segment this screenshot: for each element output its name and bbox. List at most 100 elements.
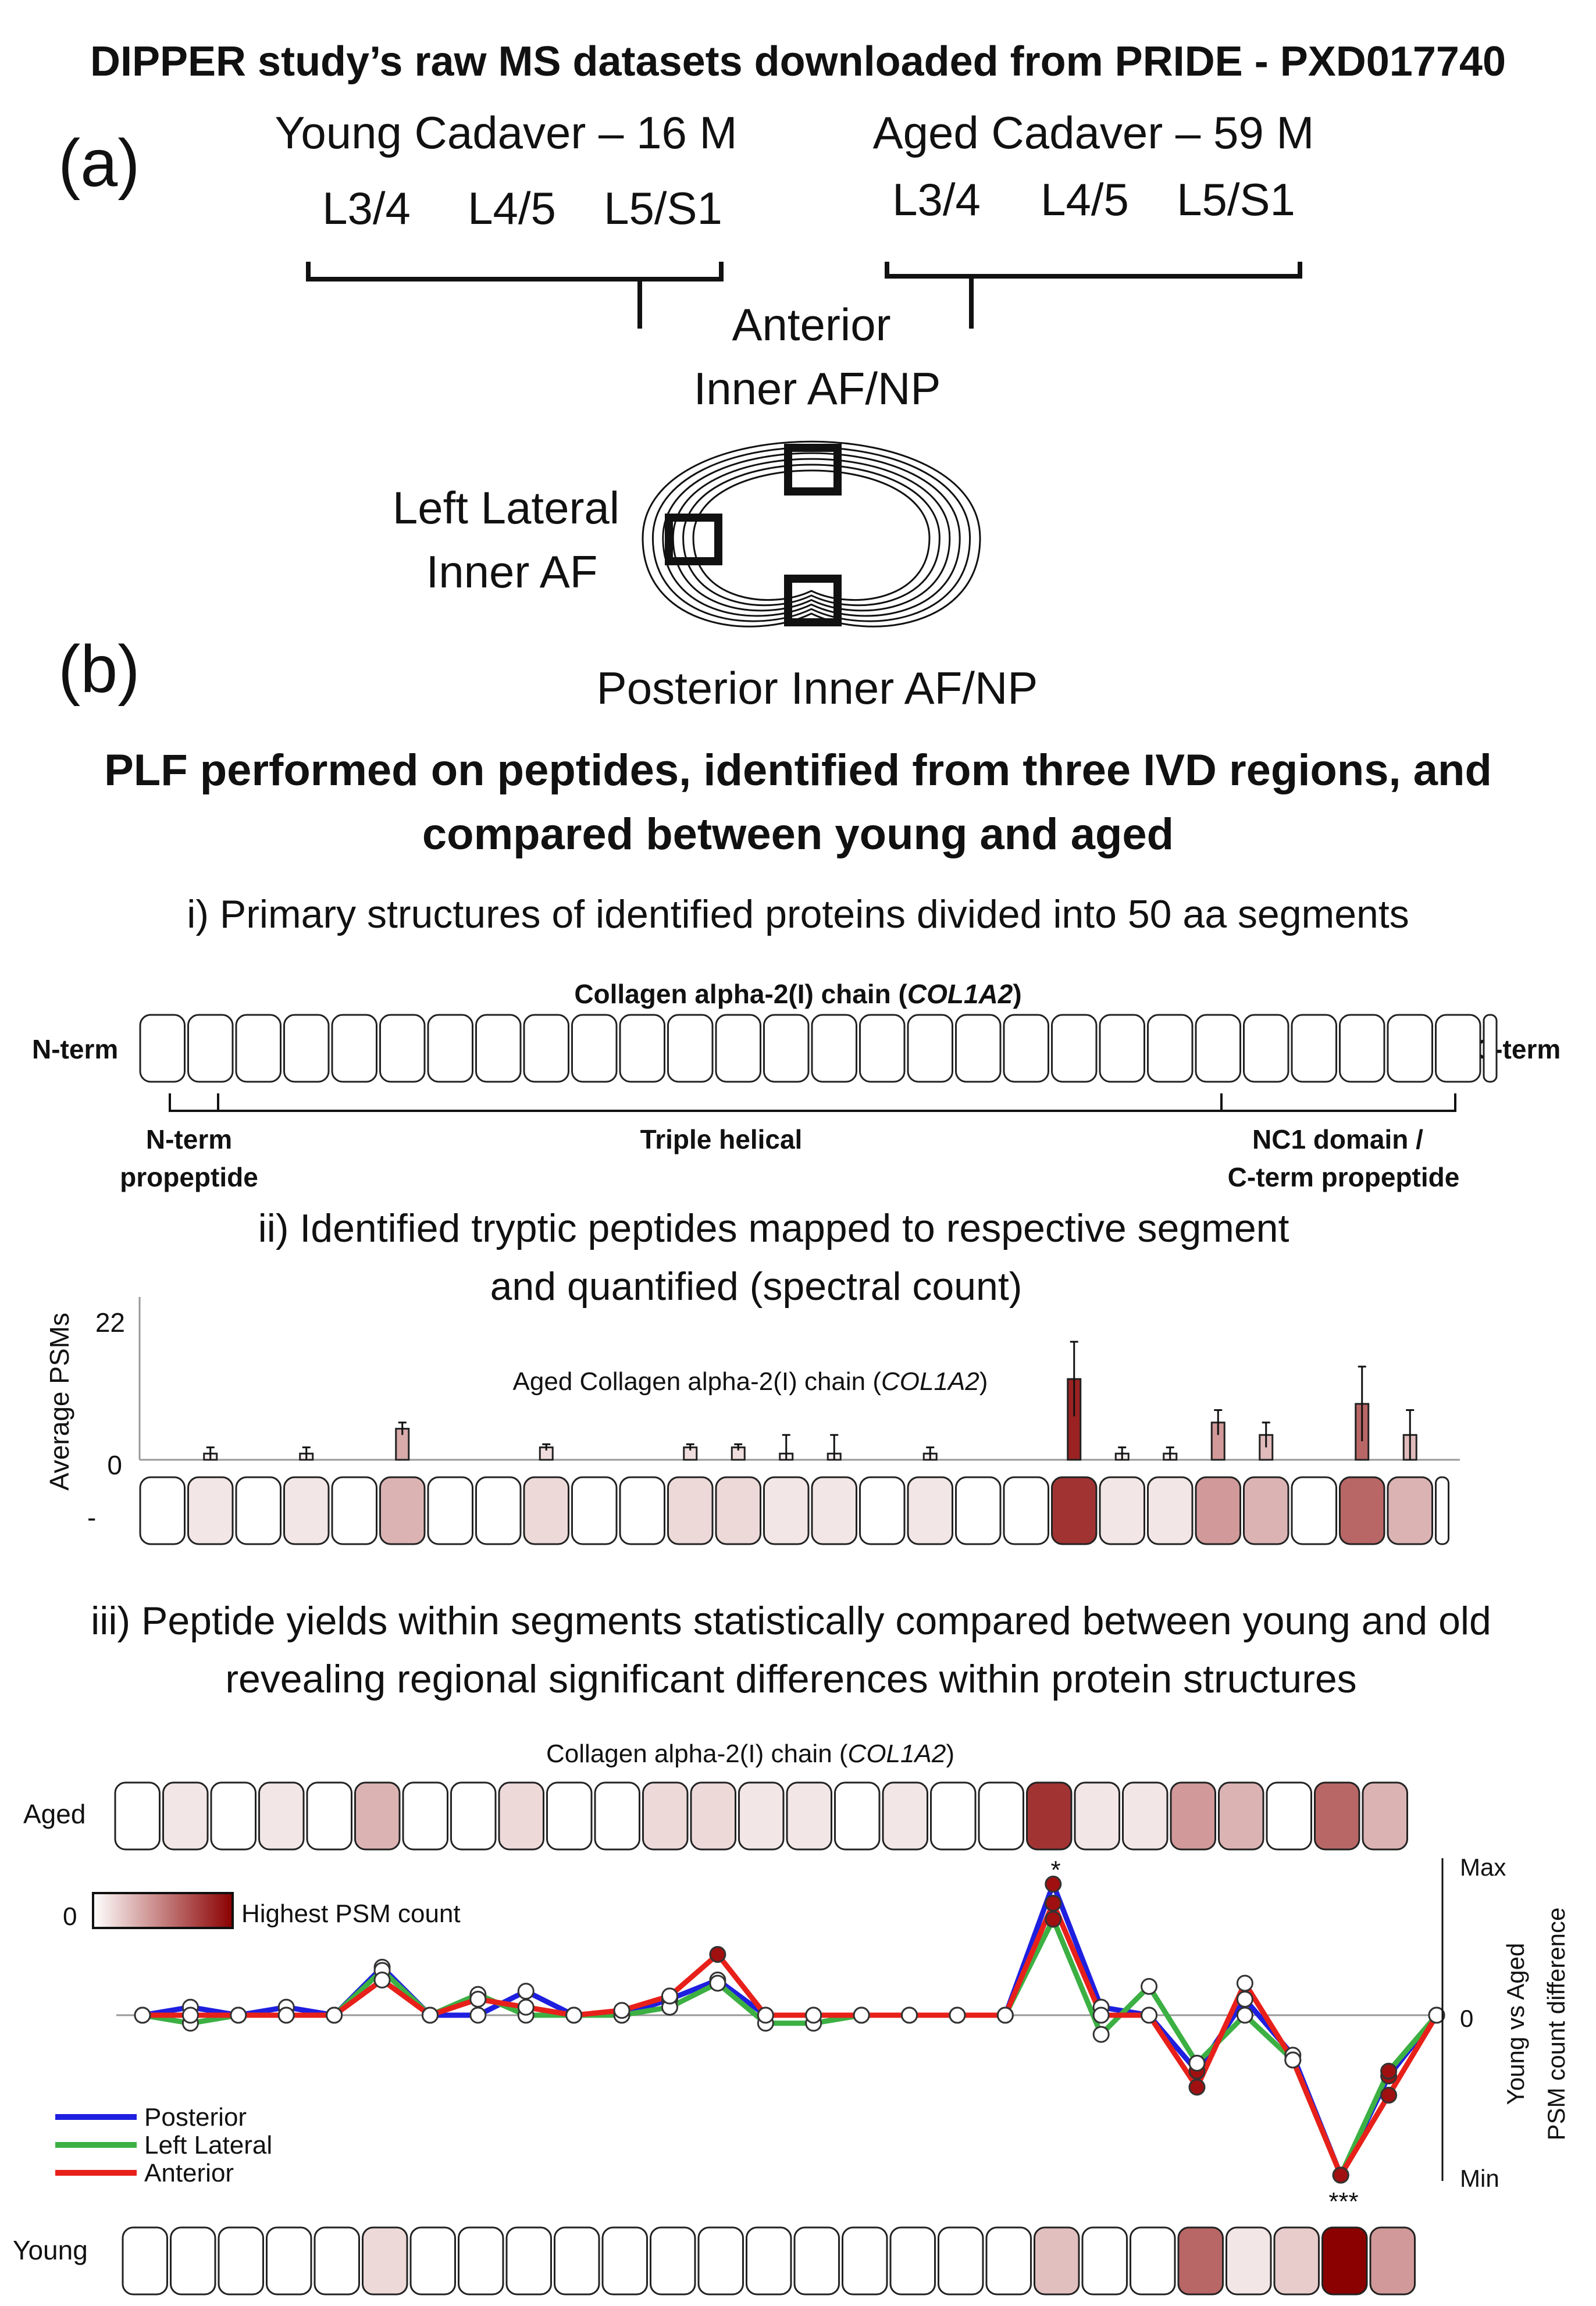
series-point xyxy=(326,2006,343,2024)
anterior-label-2: Inner AF/NP xyxy=(694,363,941,414)
segment-cell xyxy=(1314,1781,1360,1851)
figure-title: DIPPER study’s raw MS datasets downloade… xyxy=(90,38,1506,85)
segment-cell xyxy=(786,1781,832,1851)
segment-cell xyxy=(811,1476,857,1545)
segment-cell xyxy=(362,2226,408,2296)
segment-cell xyxy=(1122,1781,1168,1851)
series-point xyxy=(853,2006,870,2024)
nterm-label: N-term xyxy=(32,1034,118,1064)
series-point xyxy=(1092,2026,1110,2043)
segment-cell xyxy=(1170,1781,1216,1851)
segment-cell xyxy=(1362,1781,1408,1851)
segment-cell xyxy=(1026,1781,1073,1851)
protein-title-i: Collagen alpha-2(I) chain (COL1A2) xyxy=(574,979,1021,1009)
posterior-sample-box xyxy=(784,575,842,626)
segment-cell xyxy=(938,2226,984,2296)
lateral-sample-box xyxy=(665,514,722,565)
panel-b-heading-2: compared between young and aged xyxy=(422,810,1174,859)
segment-cell xyxy=(642,1781,689,1851)
segment-cell xyxy=(1435,1014,1481,1083)
segment-cell xyxy=(170,2226,216,2296)
step-iii-text-2: revealing regional significant differenc… xyxy=(225,1657,1356,1701)
segment-cell xyxy=(218,2226,264,2296)
series-point xyxy=(709,1974,726,1992)
heatmap-aged-row xyxy=(114,1781,1408,1851)
segment-cell xyxy=(842,2226,888,2296)
segment-cell xyxy=(210,1781,256,1851)
series-point xyxy=(949,2006,966,2024)
segment-cell xyxy=(1339,1476,1385,1545)
young-cadaver-title: Young Cadaver – 16 M xyxy=(275,107,737,158)
young-level-l5s1: L5/S1 xyxy=(604,183,722,234)
step-ii-text-1: ii) Identified tryptic peptides mapped t… xyxy=(258,1206,1289,1250)
segment-cell xyxy=(930,1781,977,1851)
segment-cell xyxy=(1291,1476,1337,1545)
segment-cell xyxy=(114,1781,161,1851)
step-iii-text-1: iii) Peptide yields within segments stat… xyxy=(91,1599,1491,1643)
lateral-label-1: Left Lateral xyxy=(393,482,619,533)
series-point xyxy=(613,2002,630,2019)
segment-cell xyxy=(667,1476,714,1545)
heatmap-young-row xyxy=(122,2226,1416,2296)
segment-cell xyxy=(523,1014,569,1083)
segment-cell xyxy=(306,1781,352,1851)
segment-cell xyxy=(594,1781,640,1851)
npro-label-1: N-term xyxy=(146,1124,232,1154)
segment-cell xyxy=(1321,2226,1368,2296)
sig-star-3: *** xyxy=(1328,2187,1358,2216)
series-point xyxy=(1380,2087,1398,2104)
segment-cell xyxy=(475,1476,522,1545)
segment-cell xyxy=(1081,2226,1128,2296)
disc-ring xyxy=(642,440,981,628)
domain-brackets xyxy=(169,1093,1456,1112)
segment-cell xyxy=(650,2226,696,2296)
segment-cell xyxy=(1074,1781,1120,1851)
posterior-label: Posterior Inner AF/NP xyxy=(597,662,1038,714)
segment-cell xyxy=(498,1781,544,1851)
segment-cell xyxy=(1243,1014,1289,1083)
segment-cell xyxy=(667,1014,714,1083)
segment-cell-terminal xyxy=(1483,1014,1498,1083)
segment-cell xyxy=(715,1014,761,1083)
segment-cell xyxy=(187,1476,234,1545)
legend-posterior-label: Posterior xyxy=(144,2103,247,2132)
bar-y-tick-max: 22 xyxy=(95,1307,125,1338)
series-point xyxy=(1141,2006,1158,2024)
aged-row-label: Aged xyxy=(23,1799,86,1829)
segment-cell xyxy=(1147,1014,1194,1083)
segment-cell xyxy=(619,1014,665,1083)
segment-cell xyxy=(122,2226,168,2296)
series-point xyxy=(134,2006,151,2024)
series-point xyxy=(469,1991,487,2008)
aged-brace xyxy=(885,262,1302,329)
panel-b-heading-1: PLF performed on peptides, identified fr… xyxy=(104,746,1492,795)
series-point xyxy=(181,2006,199,2024)
axis-max-label: Max xyxy=(1460,1854,1506,1881)
segment-cell xyxy=(139,1014,186,1083)
segment-cell xyxy=(1051,1014,1098,1083)
segment-cell xyxy=(1195,1014,1241,1083)
segment-cell xyxy=(354,1781,401,1851)
disc-ring xyxy=(682,464,940,607)
segment-cell xyxy=(1051,1476,1098,1545)
young-brace xyxy=(306,262,724,329)
legend-anterior-label: Anterior xyxy=(144,2159,234,2187)
bar-chart xyxy=(138,1297,1460,1461)
series-point xyxy=(517,1998,535,2016)
nc1-label-1: NC1 domain / xyxy=(1252,1124,1423,1154)
disc-ring xyxy=(692,469,931,601)
series-point xyxy=(373,1972,391,1988)
segment-cell xyxy=(1226,2226,1272,2296)
anterior-sample-box xyxy=(784,444,842,496)
segment-cell xyxy=(235,1014,282,1083)
segment-cell xyxy=(1339,1014,1385,1083)
segment-cell xyxy=(601,2226,648,2296)
segment-cell xyxy=(427,1476,473,1545)
sig-star-1: * xyxy=(1050,1856,1060,1884)
segment-cell xyxy=(1218,1781,1264,1851)
protein-title-iii: Collagen alpha-2(I) chain (COL1A2) xyxy=(546,1740,954,1768)
segment-cell xyxy=(1003,1014,1049,1083)
scale-min-label: 0 xyxy=(63,1902,77,1931)
axis-min-label: Min xyxy=(1460,2165,1499,2192)
